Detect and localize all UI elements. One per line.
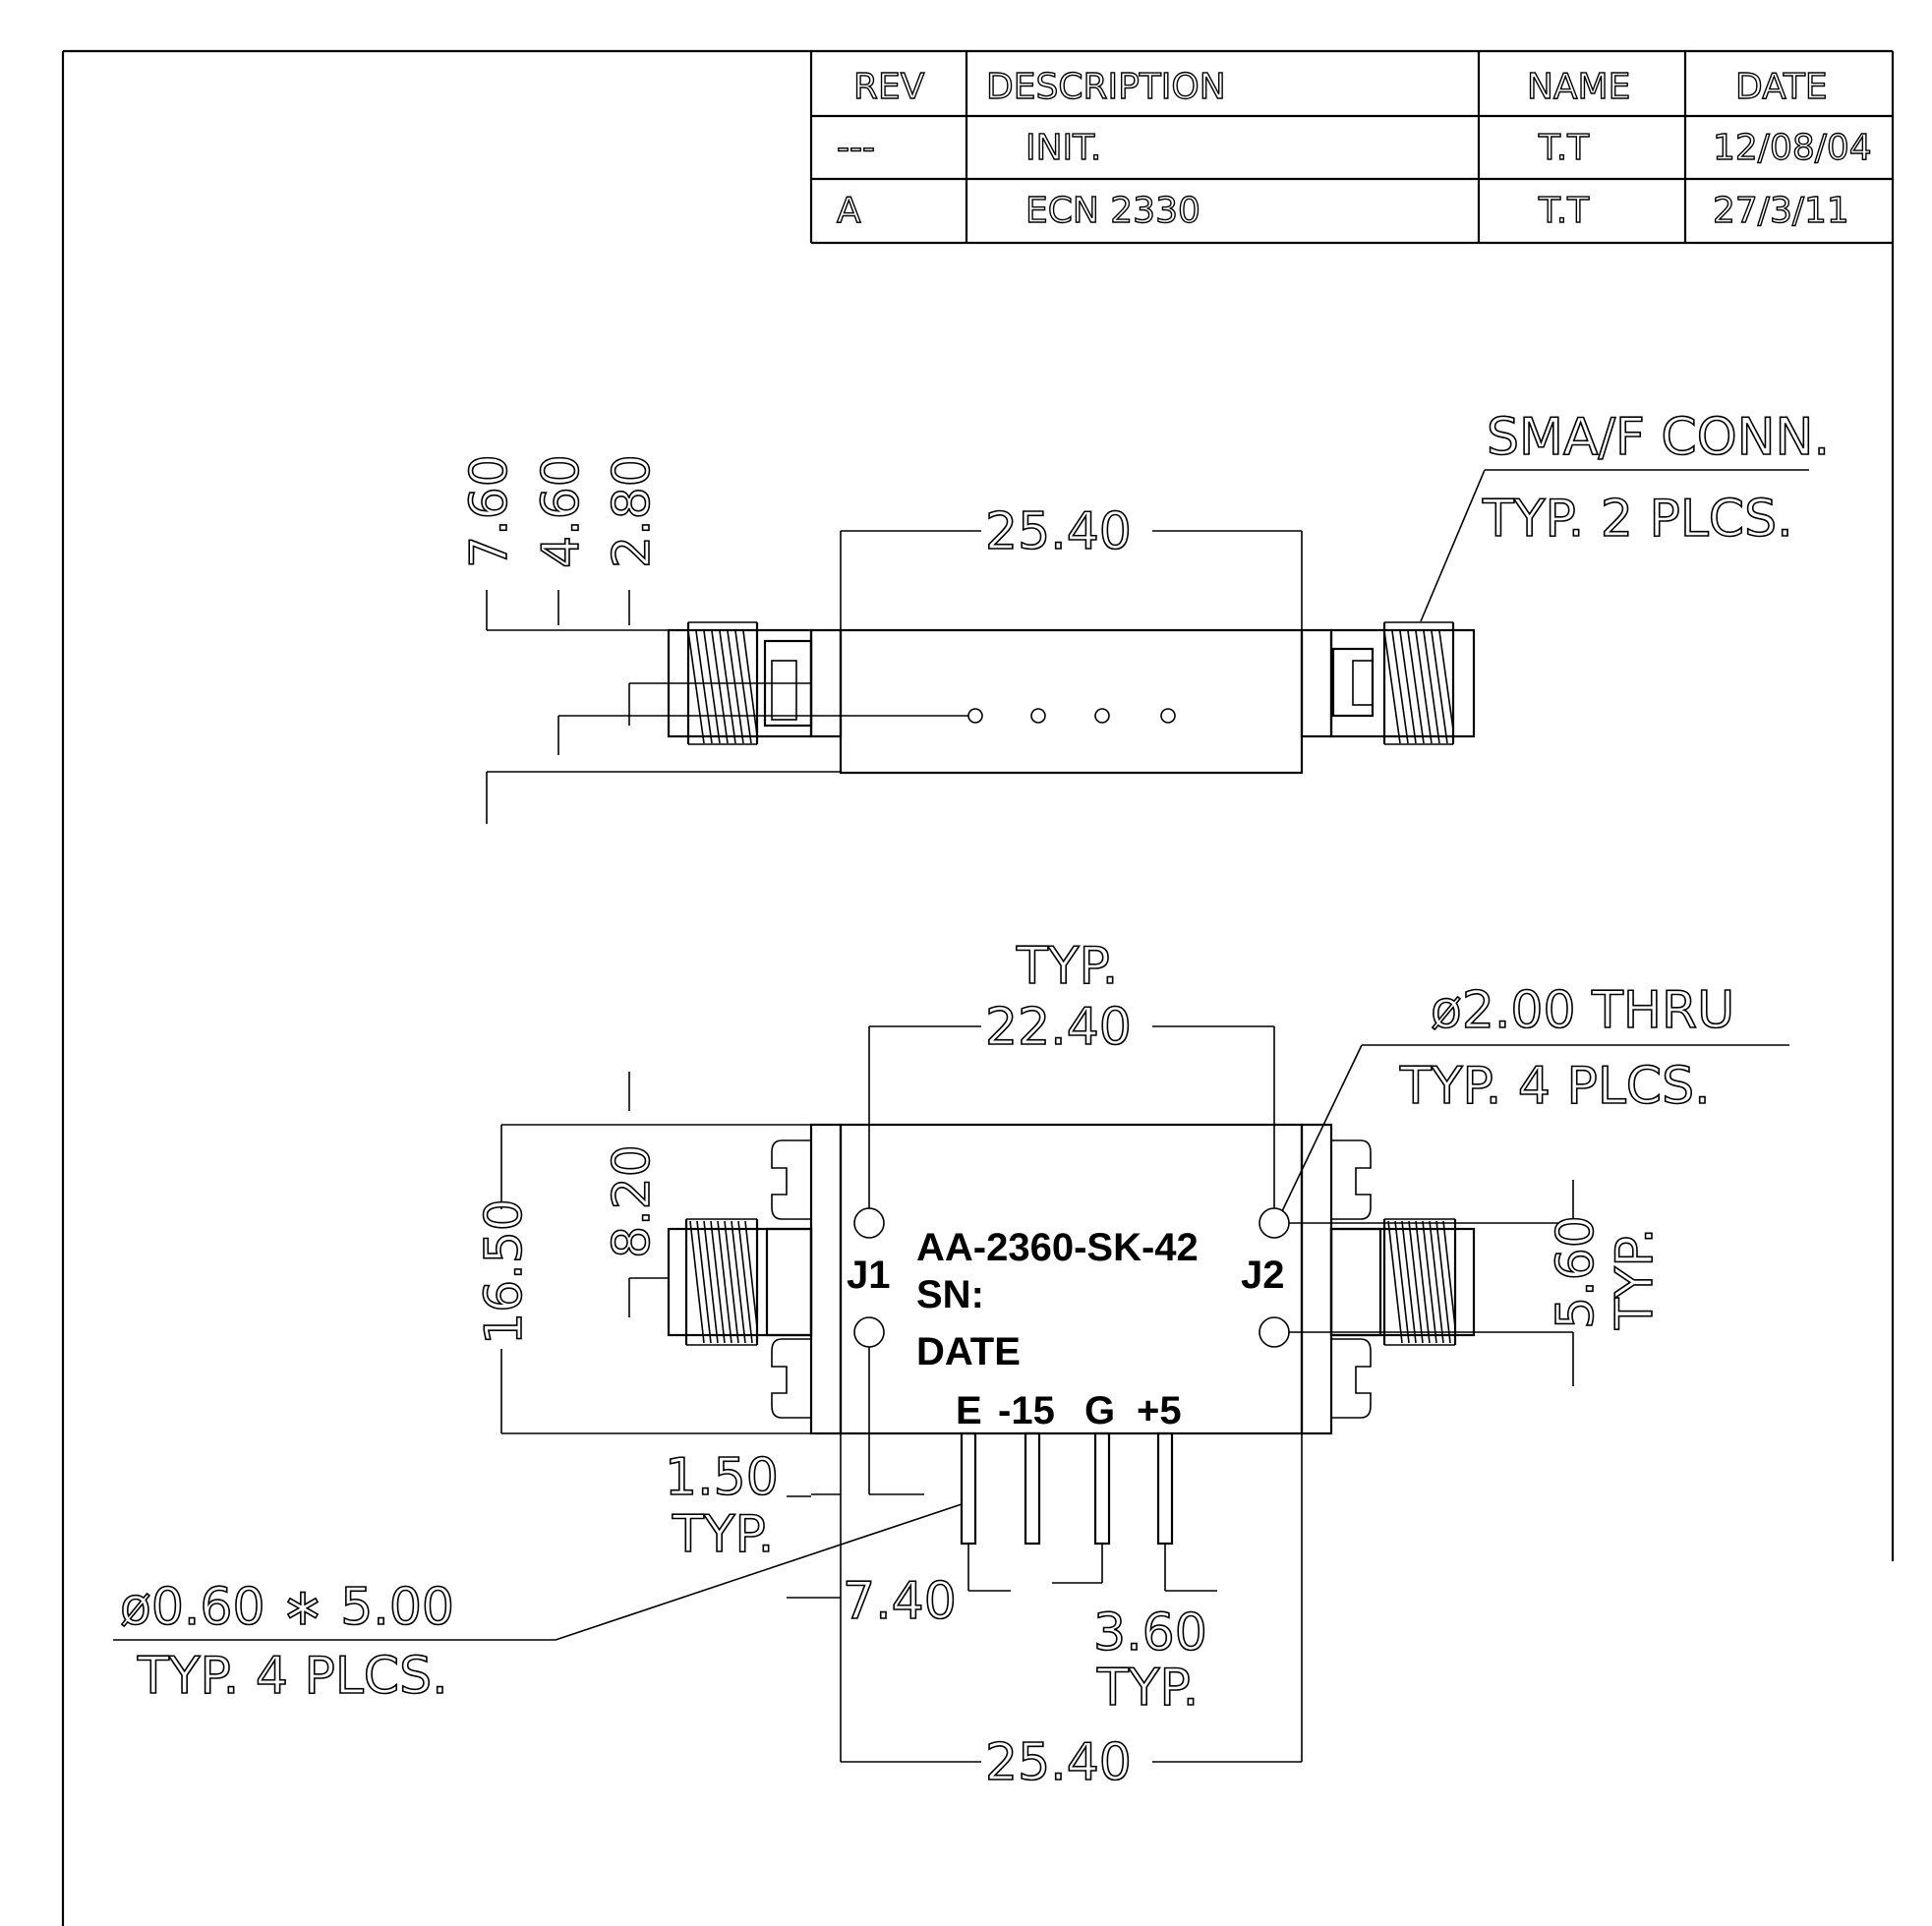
pin-plus5-label: +5 — [1137, 1389, 1182, 1432]
row1-date: 12/08/04 — [1713, 128, 1872, 168]
side-view: 25.40 7.60 4.60 2.80 SMA/F CONN. TYP. 2 … — [459, 407, 1831, 824]
row2-rev: A — [837, 191, 861, 231]
connector-note-leader — [1420, 469, 1809, 622]
connector-note-line2: TYP. 2 PLCS. — [1482, 490, 1793, 549]
top-left-flange — [809, 1123, 843, 1435]
port-j2-label: J2 — [1241, 1254, 1285, 1297]
pin-e-label: E — [956, 1389, 982, 1432]
pin-dimension-lines — [787, 1433, 1303, 1763]
hole-note-leader — [1281, 1044, 1789, 1212]
part-number-label: AA-2360-SK-42 — [916, 1226, 1199, 1269]
name-header: NAME — [1527, 67, 1630, 107]
right-sma-connector — [1329, 621, 1476, 745]
pin-pitch-typ: TYP. — [1096, 1659, 1199, 1718]
revision-table: REV DESCRIPTION NAME DATE --- INIT. T.T … — [809, 51, 1893, 245]
conn-offset-dim: 8.20 — [603, 1144, 662, 1258]
top-right-flange — [1300, 1123, 1333, 1435]
pins — [960, 1431, 1174, 1546]
hole-top-left — [853, 1207, 885, 1239]
pin-note-leader — [113, 1503, 963, 1641]
pin-note-line1: ø0.60 ∗ 5.00 — [120, 1578, 454, 1637]
drawing-border — [61, 49, 1895, 1926]
pin-minus15-label: -15 — [998, 1389, 1055, 1432]
row1-description: INIT. — [1025, 128, 1101, 168]
hole-pitch-dim: 5.60 — [1547, 1215, 1606, 1329]
right-flange — [1300, 628, 1333, 738]
side-length-dimension-lines — [840, 530, 1303, 630]
side-height-dimension-lines — [486, 590, 968, 824]
left-flange — [809, 628, 843, 738]
hole-bottom-right — [1259, 1316, 1290, 1348]
pin-g — [1093, 1431, 1111, 1546]
dim-2-80: 2.80 — [603, 454, 662, 568]
hole-centerlines — [868, 1025, 1573, 1495]
top-right-sma-connector — [1329, 1218, 1476, 1346]
row1-name: T.T — [1538, 128, 1590, 168]
pin-e — [960, 1431, 977, 1546]
pin-g-label: G — [1084, 1389, 1115, 1432]
top-length-dim: 25.40 — [985, 1733, 1132, 1792]
date-label: DATE — [916, 1330, 1021, 1373]
date-header: DATE — [1735, 67, 1828, 107]
hole-spacing-dim: 22.40 — [985, 998, 1132, 1057]
row2-date: 27/3/11 — [1713, 191, 1849, 231]
connector-note-line1: SMA/F CONN. — [1487, 408, 1830, 467]
hole-top-right — [1259, 1207, 1290, 1239]
top-height-dimension-lines — [500, 1072, 1574, 1434]
left-flange-tabs — [771, 1139, 811, 1419]
top-view: J1 J2 AA-2360-SK-42 SN: DATE E -15 G +5 — [113, 936, 1789, 1793]
hole-bottom-left — [853, 1316, 885, 1348]
top-height-dim: 16.50 — [475, 1198, 534, 1345]
side-pin-circles — [967, 708, 1176, 724]
dim-7-60: 7.60 — [460, 454, 519, 568]
hole-spacing-typ: TYP. — [1016, 937, 1118, 996]
row2-name: T.T — [1538, 191, 1590, 231]
pin-plus5 — [1156, 1431, 1174, 1546]
row1-rev: --- — [837, 128, 875, 168]
dim-4-60: 4.60 — [532, 454, 591, 568]
hole-pitch-typ: TYP. — [1606, 1228, 1665, 1330]
pin-note-line2: TYP. 4 PLCS. — [137, 1647, 448, 1706]
top-view-body — [839, 1123, 1304, 1435]
hole-note-line1: ø2.00 THRU — [1431, 981, 1734, 1040]
pin-minus15 — [1024, 1431, 1041, 1546]
edge-offset-typ: TYP. — [672, 1505, 774, 1564]
side-length-dim: 25.40 — [985, 502, 1132, 561]
serial-number-label: SN: — [916, 1273, 984, 1316]
side-view-body — [839, 628, 1304, 775]
top-left-sma-connector — [667, 1218, 813, 1346]
port-j1-label: J1 — [847, 1254, 891, 1297]
hole-note-line2: TYP. 4 PLCS. — [1399, 1057, 1711, 1116]
pin-offset-dim: 7.40 — [843, 1572, 957, 1631]
rev-header: REV — [853, 67, 925, 107]
description-header: DESCRIPTION — [986, 67, 1226, 107]
right-flange-tabs — [1331, 1139, 1372, 1419]
row2-description: ECN 2330 — [1025, 191, 1200, 231]
pin-pitch-dim: 3.60 — [1093, 1604, 1207, 1663]
edge-offset-dim: 1.50 — [665, 1448, 779, 1507]
